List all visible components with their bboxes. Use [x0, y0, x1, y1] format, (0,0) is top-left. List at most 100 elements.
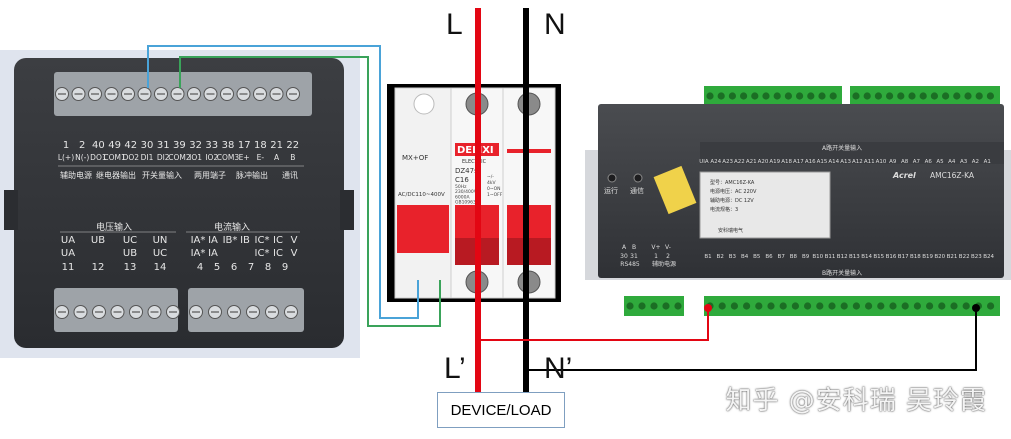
module-terminal-screw[interactable] — [901, 302, 909, 310]
module-bottom-terminal-label: B5 — [753, 254, 761, 260]
module-terminal-screw[interactable] — [706, 92, 714, 100]
breaker-spec-line: 6000A — [455, 194, 470, 200]
module-top-terminal-label: A17 — [793, 159, 804, 165]
module-terminal-screw[interactable] — [728, 92, 737, 100]
module-terminal-screw[interactable] — [877, 302, 885, 310]
meter-group-label: 辅助电源 — [60, 170, 92, 180]
module-terminal-screw[interactable] — [718, 302, 726, 310]
module-terminal-screw[interactable] — [886, 92, 894, 100]
module-terminal-screw[interactable] — [987, 302, 995, 310]
shunt-handle[interactable] — [397, 205, 449, 253]
module-terminal-screw[interactable] — [791, 302, 800, 310]
module-terminal-screw[interactable] — [950, 302, 958, 310]
module-terminal-screw[interactable] — [674, 302, 682, 310]
module-bottom-terminal-label: B18 — [910, 254, 921, 260]
module-terminal-screw[interactable] — [784, 92, 793, 100]
red-wire-terminal — [704, 304, 712, 312]
module-terminal-screw[interactable] — [816, 302, 824, 310]
module-terminal-screw[interactable] — [751, 92, 759, 100]
meter-terminal-number: 18 — [254, 140, 267, 151]
module-terminal-screw[interactable] — [962, 302, 970, 310]
module-top-terminal-label: A5 — [936, 159, 944, 165]
module-terminal-screw[interactable] — [942, 92, 950, 100]
module-terminal-screw[interactable] — [779, 302, 787, 310]
module-terminal-screw[interactable] — [730, 302, 739, 310]
breaker-side-spec-line: ~/- — [487, 174, 494, 180]
module-top-terminal-label: A6 — [925, 159, 933, 165]
module-top-terminal-label: A1 — [984, 159, 991, 165]
module-terminal-screw[interactable] — [650, 302, 658, 310]
comm-indicator-label: 通信 — [630, 186, 644, 195]
module-top-terminal-label: A14 — [828, 159, 839, 165]
module-qc-sticker — [653, 165, 697, 215]
module-top-terminal-label: A7 — [913, 159, 921, 165]
module-terminal-screw[interactable] — [897, 92, 905, 100]
module-bottom-terminal-label: B7 — [778, 254, 786, 260]
meter-terminal-number: 30 — [141, 140, 154, 151]
module-terminal-screw[interactable] — [762, 92, 770, 100]
current-label: V — [291, 248, 298, 259]
module-terminal-screw[interactable] — [889, 302, 897, 310]
module-terminal-screw[interactable] — [773, 92, 781, 100]
module-bottom-terminal-label: B21 — [947, 254, 958, 260]
module-terminal-screw[interactable] — [626, 302, 634, 310]
module-terminal-screw[interactable] — [804, 302, 812, 310]
module-terminal-screw[interactable] — [930, 92, 939, 100]
module-terminal-screw[interactable] — [908, 92, 916, 100]
module-terminal-screw[interactable] — [852, 302, 861, 310]
module-terminal-screw[interactable] — [829, 92, 837, 100]
module-terminal-screw[interactable] — [986, 92, 995, 100]
module-terminal-screw[interactable] — [840, 302, 848, 310]
meter-terminal-number: 42 — [124, 140, 137, 151]
module-terminal-screw[interactable] — [953, 92, 961, 100]
module-top-terminal-label: A8 — [901, 159, 909, 165]
current-terminal-number: 7 — [248, 262, 254, 273]
module-terminal-screw[interactable] — [818, 92, 826, 100]
module-terminal-screw[interactable] — [755, 302, 763, 310]
module-terminal-screw[interactable] — [638, 302, 646, 310]
module-face-strip — [700, 142, 1004, 164]
rs485-terminal-number: 31 — [630, 253, 638, 260]
module-top-terminal-label: A3 — [960, 159, 968, 165]
module-terminal-screw[interactable] — [938, 302, 946, 310]
module-terminal-screw[interactable] — [740, 92, 748, 100]
module-terminal-screw[interactable] — [767, 302, 775, 310]
meter-terminal-number: 1 — [63, 140, 69, 151]
module-terminal-screw[interactable] — [863, 92, 871, 100]
module-terminal-screw[interactable] — [919, 92, 927, 100]
module-terminal-screw[interactable] — [865, 302, 873, 310]
shunt-window — [413, 93, 435, 115]
current-label: IC* — [255, 235, 270, 246]
module-top-terminal-label: A12 — [852, 159, 863, 165]
meter-terminal-name: L(+) — [58, 153, 74, 162]
meter-terminal-name: N(-) — [75, 153, 89, 162]
breaker-rating: C16 — [455, 176, 469, 184]
meter-group-label: 脉冲输出 — [236, 170, 268, 180]
module-terminal-screw[interactable] — [662, 302, 670, 310]
meter-terminal-name: COM2 — [168, 153, 191, 162]
module-terminal-screw[interactable] — [828, 302, 836, 310]
module-terminal-screw[interactable] — [926, 302, 934, 310]
module-terminal-screw[interactable] — [807, 92, 815, 100]
module-terminal-screw[interactable] — [717, 92, 725, 100]
module-terminal-screw[interactable] — [975, 92, 983, 100]
module-terminal-screw[interactable] — [913, 302, 922, 310]
meter-terminal-name: IO2 — [205, 153, 218, 162]
voltage-terminal-number: 14 — [154, 262, 167, 273]
module-terminal-screw[interactable] — [743, 302, 751, 310]
module-terminal-screw[interactable] — [796, 92, 804, 100]
rs485-group-label: RS485 — [620, 261, 640, 268]
meter-terminal-name: DO1 — [90, 153, 107, 162]
module-terminal-screw[interactable] — [964, 92, 972, 100]
module-bottom-terminal-label: B9 — [802, 254, 810, 260]
module-terminal-screw[interactable] — [852, 92, 860, 100]
meter-terminal-name: E+ — [239, 153, 250, 162]
voltage-label: UA — [61, 248, 75, 259]
voltage-terminal-number: 12 — [92, 262, 105, 273]
current-label: IC — [273, 248, 283, 259]
breaker-side-spec-line: 1~OFF — [487, 192, 503, 198]
module-terminal-screw[interactable] — [874, 92, 883, 100]
